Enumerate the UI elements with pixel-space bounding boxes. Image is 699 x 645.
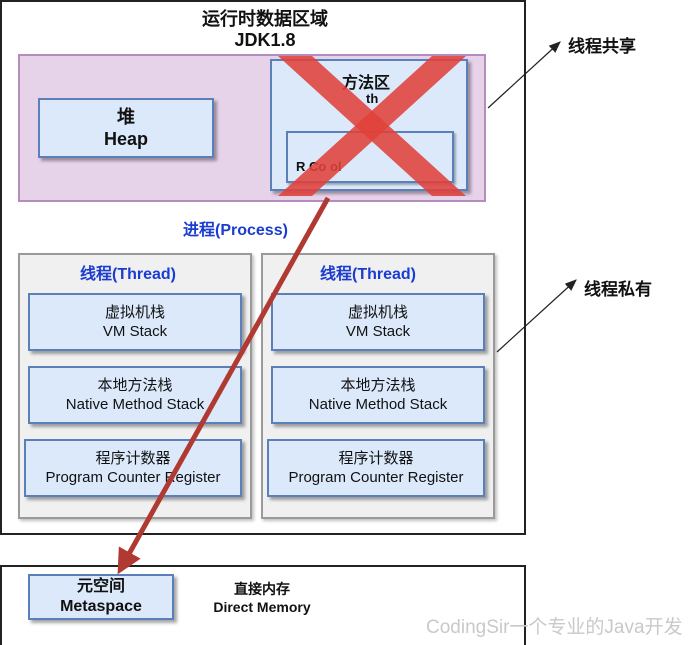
- metaspace-en: Metaspace: [60, 598, 142, 615]
- process-label: 进程(Process): [183, 222, 288, 239]
- heap-en: Heap: [103, 129, 148, 149]
- thread-title-2: 线程(Thread): [320, 266, 417, 283]
- direct-memory-en: Direct Memory: [213, 599, 311, 615]
- move-to-metaspace-arrow: [117, 196, 331, 575]
- removed-cross-icon: [278, 56, 466, 196]
- heap-cn: 堆: [117, 107, 135, 127]
- runtime-title-en: JDK1.8: [234, 30, 296, 50]
- direct-memory-cn: 直接内存: [234, 581, 290, 597]
- metaspace-box: 元空间 Metaspace: [28, 574, 174, 620]
- metaspace-cn: 元空间: [76, 578, 125, 595]
- pc-register-1-cn: 程序计数器: [95, 450, 171, 467]
- watermark: CodingSir一个专业的Java开发: [426, 617, 683, 638]
- vm-stack-2-en: VM Stack: [345, 323, 411, 340]
- shared-pointer-arrow: [487, 41, 561, 109]
- native-stack-1-en: Native Method Stack: [65, 396, 205, 413]
- private-pointer-arrow: [496, 279, 577, 353]
- native-stack-2: 本地方法栈 Native Method Stack: [271, 366, 485, 424]
- method-area-title: 方法区: [342, 75, 391, 92]
- native-stack-2-cn: 本地方法栈: [340, 377, 416, 394]
- heap-box: 堆 Heap: [38, 98, 214, 158]
- thread-private-annotation: 线程私有: [584, 280, 652, 299]
- vm-stack-1-cn: 虚拟机栈: [104, 304, 165, 321]
- direct-memory-label: 直接内存 Direct Memory: [200, 578, 324, 618]
- vm-stack-1-en: VM Stack: [102, 323, 168, 340]
- pc-register-2: 程序计数器 Program Counter Register: [267, 439, 485, 497]
- native-stack-2-en: Native Method Stack: [308, 396, 448, 413]
- vm-stack-1: 虚拟机栈 VM Stack: [28, 293, 242, 351]
- method-area-sub: th: [366, 91, 379, 106]
- pc-register-2-en: Program Counter Register: [288, 469, 464, 486]
- pc-register-2-cn: 程序计数器: [338, 450, 414, 467]
- runtime-title-cn: 运行时数据区域: [202, 9, 328, 29]
- pc-register-1: 程序计数器 Program Counter Register: [24, 439, 242, 497]
- runtime-title: 运行时数据区域 JDK1.8: [150, 8, 380, 52]
- native-stack-1-cn: 本地方法栈: [97, 377, 173, 394]
- vm-stack-2-cn: 虚拟机栈: [347, 304, 408, 321]
- thread-title-1: 线程(Thread): [80, 266, 177, 283]
- vm-stack-2: 虚拟机栈 VM Stack: [271, 293, 485, 351]
- thread-shared-annotation: 线程共享: [568, 37, 636, 56]
